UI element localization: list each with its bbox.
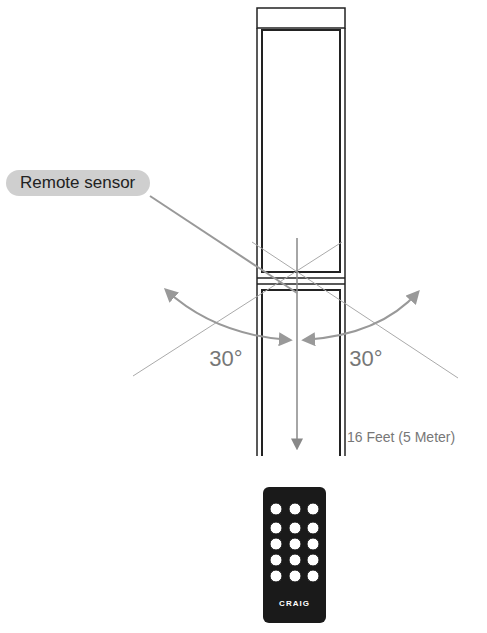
remote-button (307, 503, 319, 515)
remote-button (270, 570, 282, 582)
remote-button (307, 570, 319, 582)
remote-button (270, 503, 282, 515)
brand-logo: CRAIG (279, 599, 310, 608)
speaker-tower (257, 8, 345, 456)
remote-button (289, 522, 301, 534)
remote-button (270, 554, 282, 566)
angle-label: 30° (209, 346, 242, 372)
distance-label: 16 Feet (5 Meter) (347, 429, 455, 445)
remote-button (289, 554, 301, 566)
remote-button (289, 538, 301, 550)
remote-button (307, 554, 319, 566)
angle-arc (304, 292, 418, 340)
remote-control (263, 487, 326, 623)
remote-button (270, 538, 282, 550)
angle-arc (166, 290, 290, 340)
remote-button (270, 522, 282, 534)
remote-button (307, 522, 319, 534)
angle-label: 30° (349, 346, 382, 372)
angle-lines (133, 242, 458, 378)
leader-line (150, 196, 297, 293)
remote-button (289, 503, 301, 515)
remote-button (289, 570, 301, 582)
remote-button (307, 538, 319, 550)
callout-label: Remote sensor (20, 173, 136, 193)
sensor-label-pill: Remote sensor (6, 170, 150, 196)
distance-arrow (296, 238, 298, 448)
